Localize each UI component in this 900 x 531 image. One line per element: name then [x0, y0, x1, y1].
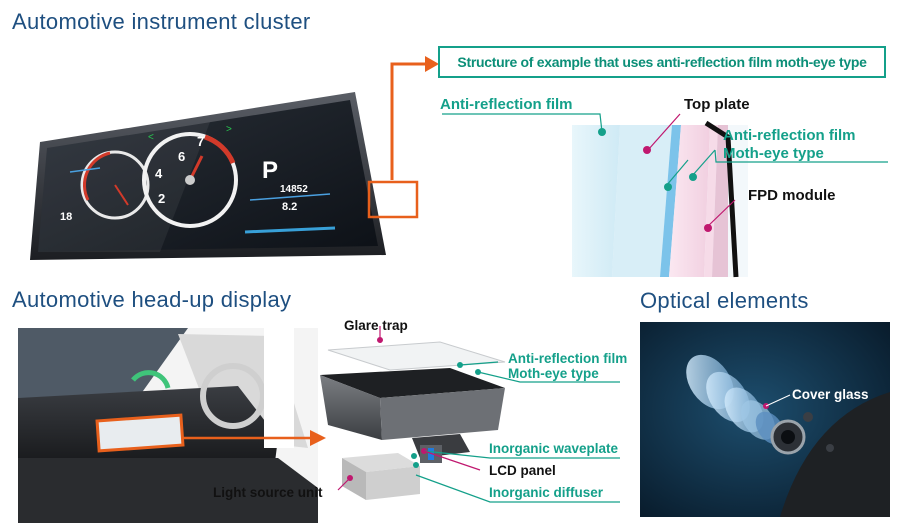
- cluster-callout-arrow: [390, 56, 439, 180]
- hud-car-interior-illustration: [18, 328, 318, 523]
- cluster-speed-readout: 18: [60, 211, 72, 223]
- heading-head-up-display: Automotive head-up display: [12, 287, 292, 312]
- svg-text:7: 7: [197, 134, 204, 149]
- label-cover-glass: Cover glass: [792, 387, 869, 402]
- instrument-cluster-illustration: 6 4 2 7 P 18 14852 8.2 < >: [30, 92, 419, 260]
- heading-optical-elements: Optical elements: [640, 288, 809, 313]
- cluster-trip: 8.2: [282, 201, 297, 213]
- label-ar-moth-eye-line1: Anti-reflection film: [723, 127, 856, 144]
- cluster-highlight-box: [367, 180, 419, 219]
- label-fpd-module: FPD module: [748, 187, 836, 204]
- label-hud-ar-line1: Anti-reflection film: [508, 351, 628, 366]
- hud-leader-lines: [337, 326, 620, 503]
- svg-text:4: 4: [155, 166, 163, 181]
- heading-instrument-cluster: Automotive instrument cluster: [12, 9, 311, 34]
- svg-text:<: <: [148, 132, 154, 143]
- structure-title-box: Structure of example that uses anti-refl…: [438, 46, 886, 78]
- cluster-odometer: 14852: [280, 184, 308, 195]
- label-inorganic-diffuser: Inorganic diffuser: [489, 485, 604, 500]
- label-lcd-panel: LCD panel: [489, 463, 556, 478]
- svg-text:2: 2: [158, 191, 165, 206]
- label-top-plate: Top plate: [684, 96, 750, 113]
- label-hud-ar-line2: Moth-eye type: [508, 366, 599, 381]
- gear-indicator: P: [262, 157, 278, 184]
- label-anti-reflection-film: Anti-reflection film: [440, 96, 573, 113]
- label-light-source-unit: Light source unit: [213, 485, 323, 500]
- structure-leader-lines: [442, 113, 888, 229]
- hud-callout-arrow: [182, 430, 326, 446]
- layer-structure-diagram: [572, 120, 748, 278]
- label-inorganic-waveplate: Inorganic waveplate: [489, 441, 619, 456]
- svg-text:6: 6: [178, 149, 185, 164]
- optical-elements-photo: [640, 322, 890, 517]
- label-ar-moth-eye-line2: Moth-eye type: [723, 145, 824, 162]
- structure-title: Structure of example that uses anti-refl…: [457, 54, 867, 70]
- svg-text:>: >: [226, 124, 232, 135]
- label-glare-trap: Glare trap: [344, 318, 408, 333]
